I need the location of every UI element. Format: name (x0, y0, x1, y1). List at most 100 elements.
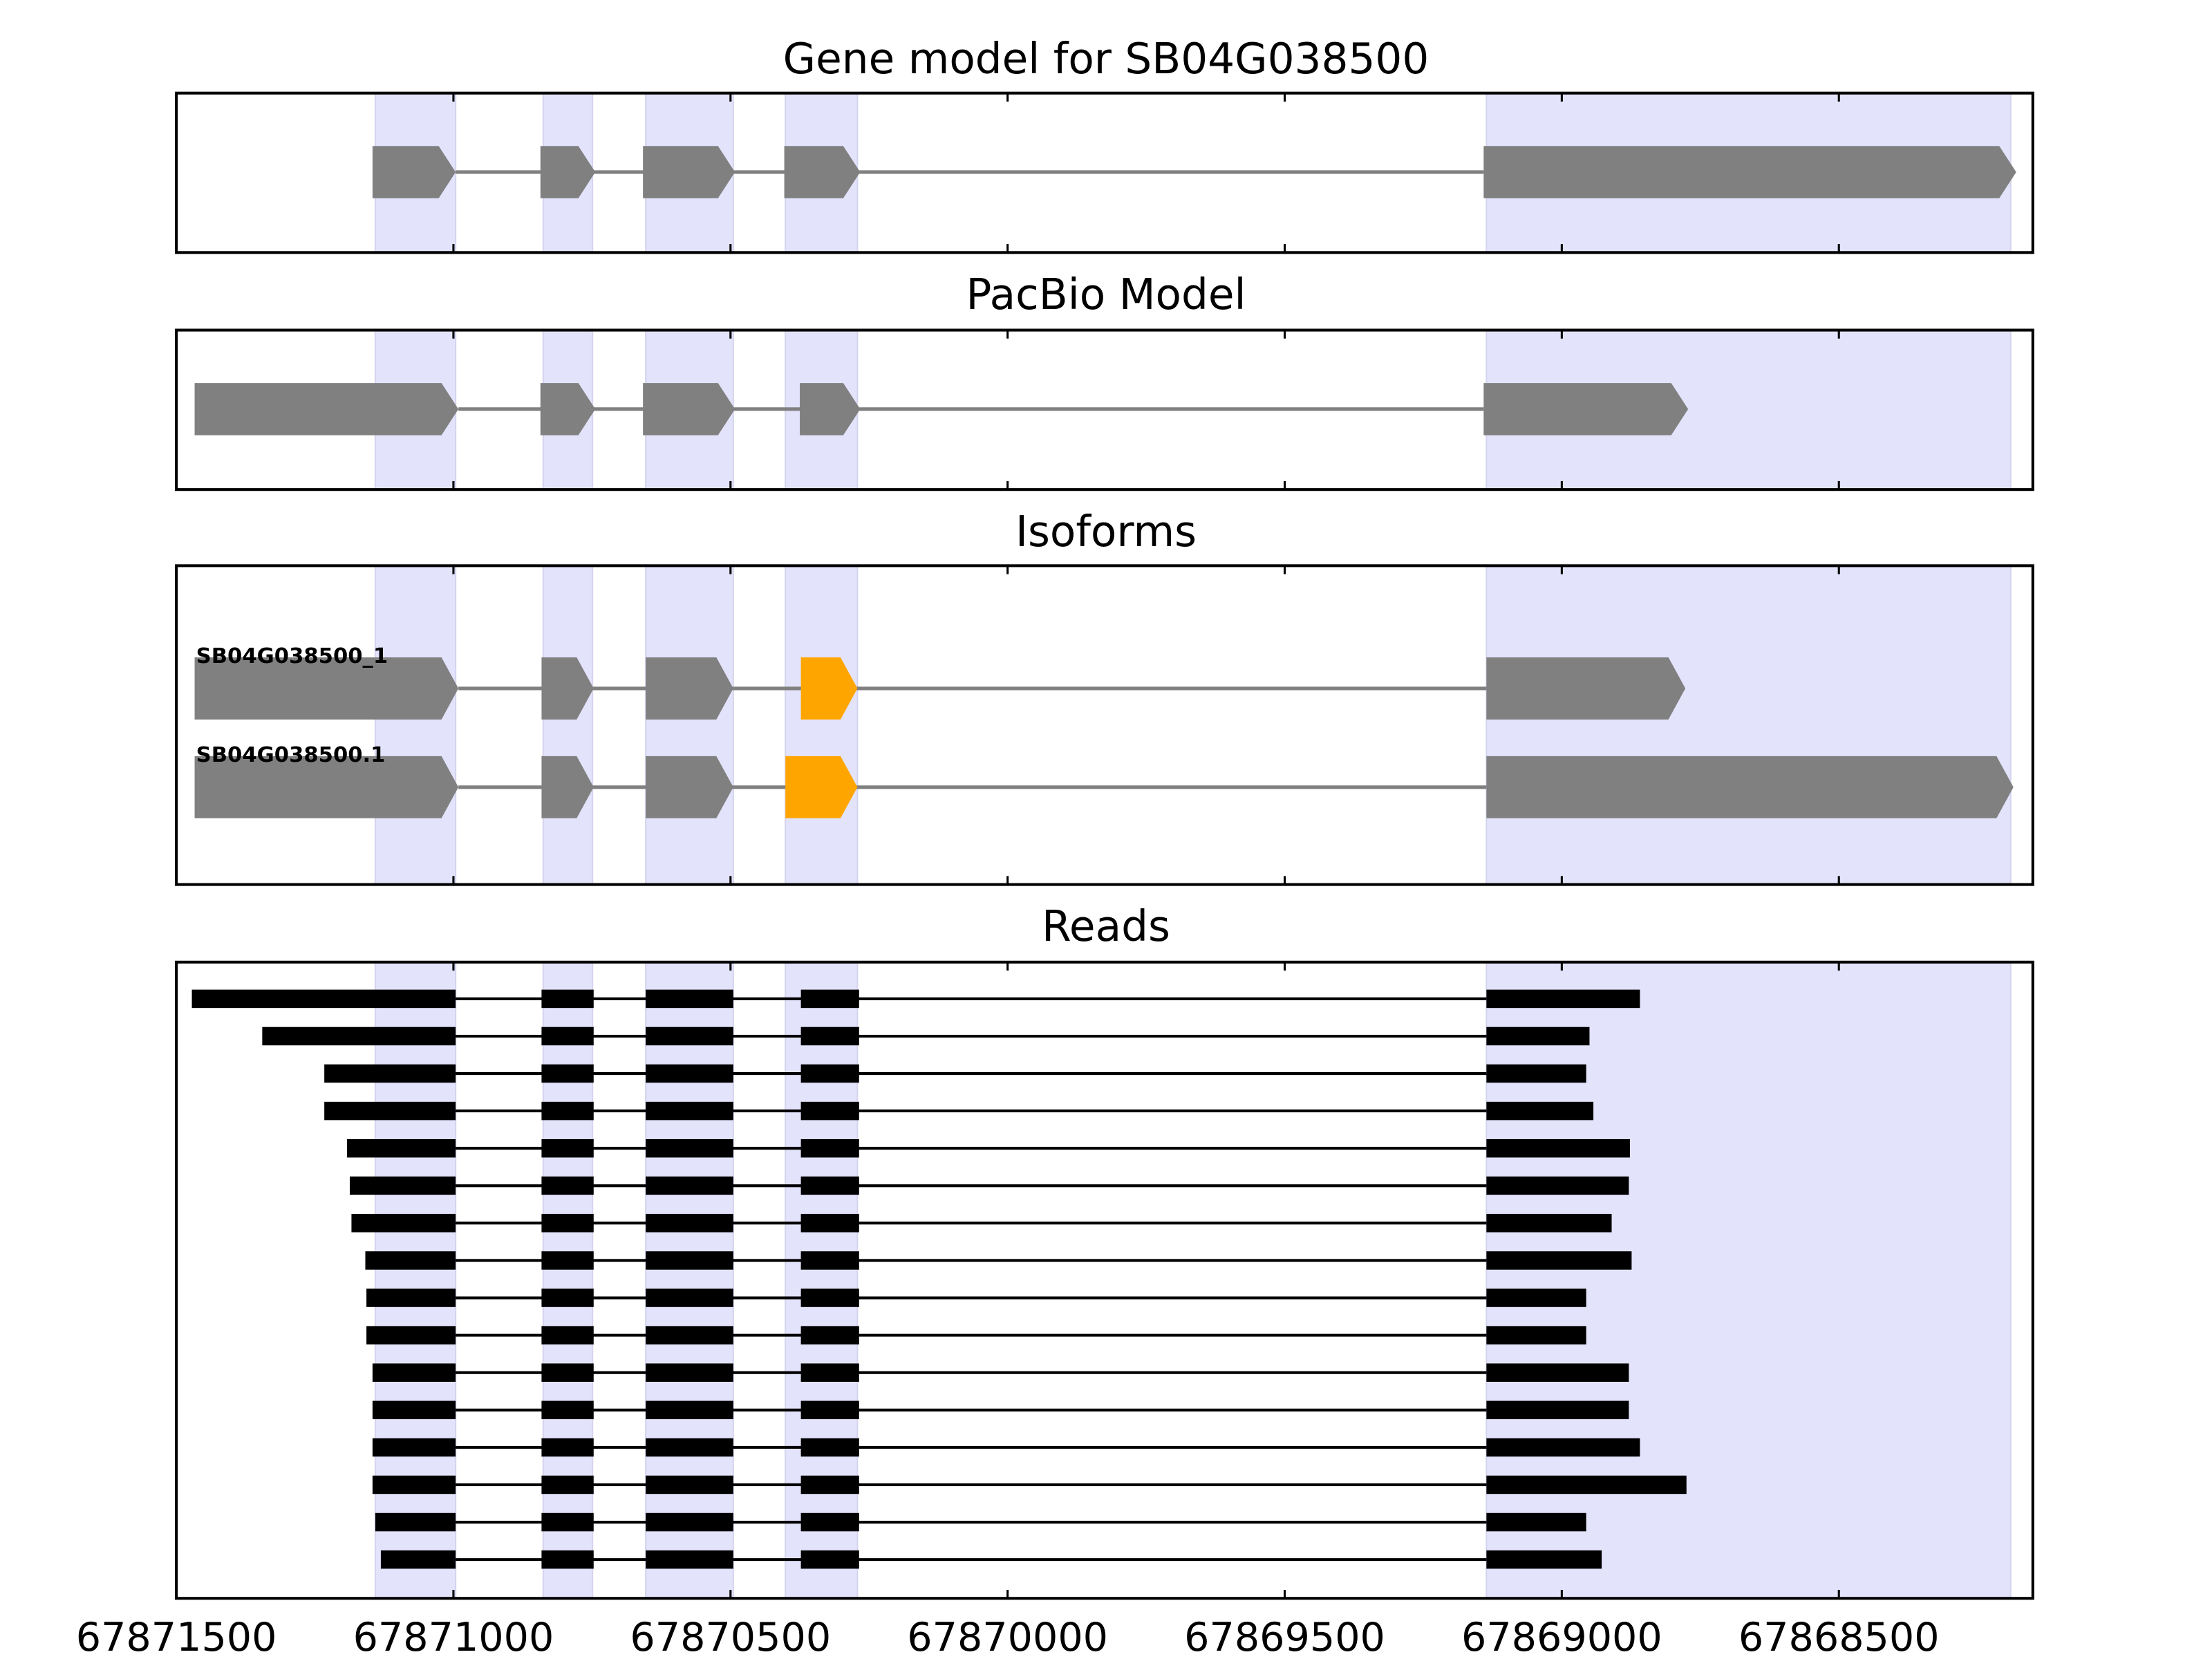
isoform-label: SB04G038500_1 (196, 644, 388, 668)
read-exon (800, 1138, 859, 1158)
read-exon (800, 1251, 859, 1270)
read-exon (1486, 1288, 1586, 1307)
read-exon (646, 1138, 733, 1158)
x-tick-label: 67870000 (907, 1615, 1108, 1659)
panel-frame (175, 960, 2034, 1600)
exon (541, 756, 594, 818)
read-exon (646, 1438, 733, 1457)
read-exon (646, 1027, 733, 1046)
exon (1483, 146, 2016, 198)
read-exon (800, 1438, 859, 1457)
read-exon (800, 1550, 859, 1569)
read-exon (541, 989, 594, 1009)
panel-frame (175, 328, 2034, 491)
read-exon (372, 1438, 456, 1457)
read-exon (541, 1550, 594, 1569)
read-exon (541, 1288, 594, 1307)
panel-frame (175, 91, 2034, 254)
read-exon (372, 1400, 456, 1420)
panel-frame (175, 564, 2034, 886)
read-exon (646, 1512, 733, 1532)
exon (541, 657, 594, 720)
read-exon (800, 1512, 859, 1532)
x-tick-label: 67868500 (1738, 1615, 1940, 1659)
read-exon (800, 1326, 859, 1344)
exon (540, 146, 596, 198)
read-exon (646, 1475, 733, 1494)
shaded-exon-region (645, 961, 734, 1600)
read-exon (351, 1214, 456, 1232)
read-exon (800, 1214, 859, 1232)
exon (800, 383, 861, 435)
shaded-exon-region (1485, 565, 2012, 885)
read-exon (541, 1512, 594, 1532)
read-exon (541, 1177, 594, 1195)
read-exon (324, 1101, 456, 1121)
read-exon (541, 1214, 594, 1232)
read-exon (800, 1475, 859, 1494)
exon (800, 657, 858, 720)
read-exon (646, 1064, 733, 1083)
read-exon (1486, 1400, 1629, 1420)
panel-title: PacBio Model (966, 270, 1246, 319)
read-exon (1486, 1064, 1586, 1083)
read-exon (324, 1064, 456, 1083)
x-tick-label: 67869000 (1461, 1615, 1662, 1659)
exon (1486, 756, 2014, 818)
read-exon (262, 1027, 456, 1046)
exon (785, 756, 858, 818)
read-exon (541, 1101, 594, 1121)
read-exon (800, 1177, 859, 1195)
shaded-exon-region (785, 961, 859, 1600)
shaded-exon-region (645, 565, 734, 885)
read-exon (800, 1101, 859, 1121)
read-exon (372, 1363, 456, 1382)
shaded-exon-region (374, 961, 457, 1600)
x-tick-label: 67871000 (353, 1615, 554, 1659)
exon (646, 657, 733, 720)
read-exon (646, 1363, 733, 1382)
read-exon (541, 1027, 594, 1046)
panel-title: Reads (1042, 902, 1170, 951)
read-exon (541, 1251, 594, 1270)
read-exon (1486, 1251, 1632, 1270)
panel-title: Isoforms (1015, 507, 1197, 556)
read-exon (541, 1138, 594, 1158)
read-exon (800, 1027, 859, 1046)
read-exon (1486, 1512, 1586, 1532)
read-exon (800, 989, 859, 1009)
read-exon (646, 1214, 733, 1232)
exon (784, 146, 861, 198)
shaded-exon-region (1485, 961, 2012, 1600)
read-exon (541, 1475, 594, 1494)
x-tick-label: 67870500 (630, 1615, 831, 1659)
read-exon (1486, 1027, 1590, 1046)
exon (194, 756, 459, 818)
read-exon (191, 989, 456, 1009)
read-exon (366, 1326, 456, 1344)
read-exon (646, 1177, 733, 1195)
read-exon (347, 1138, 456, 1158)
read-exon (380, 1550, 456, 1569)
exon (194, 657, 459, 720)
read-exon (1486, 1363, 1629, 1382)
read-exon (646, 1288, 733, 1307)
read-exon (646, 1400, 733, 1420)
shaded-exon-region (785, 565, 859, 885)
read-exon (646, 989, 733, 1009)
exon (643, 383, 735, 435)
read-exon (1486, 1214, 1612, 1232)
read-exon (541, 1363, 594, 1382)
panel-title: Gene model for SB04G038500 (783, 35, 1430, 84)
read-exon (1486, 989, 1640, 1009)
read-exon (800, 1288, 859, 1307)
read-exon (366, 1288, 456, 1307)
read-exon (646, 1550, 733, 1569)
read-exon (1486, 1326, 1586, 1344)
x-tick-label: 67871500 (76, 1615, 277, 1659)
exon (1483, 383, 1689, 435)
read-exon (800, 1400, 859, 1420)
read-exon (350, 1177, 456, 1195)
read-exon (541, 1326, 594, 1344)
read-exon (541, 1064, 594, 1083)
